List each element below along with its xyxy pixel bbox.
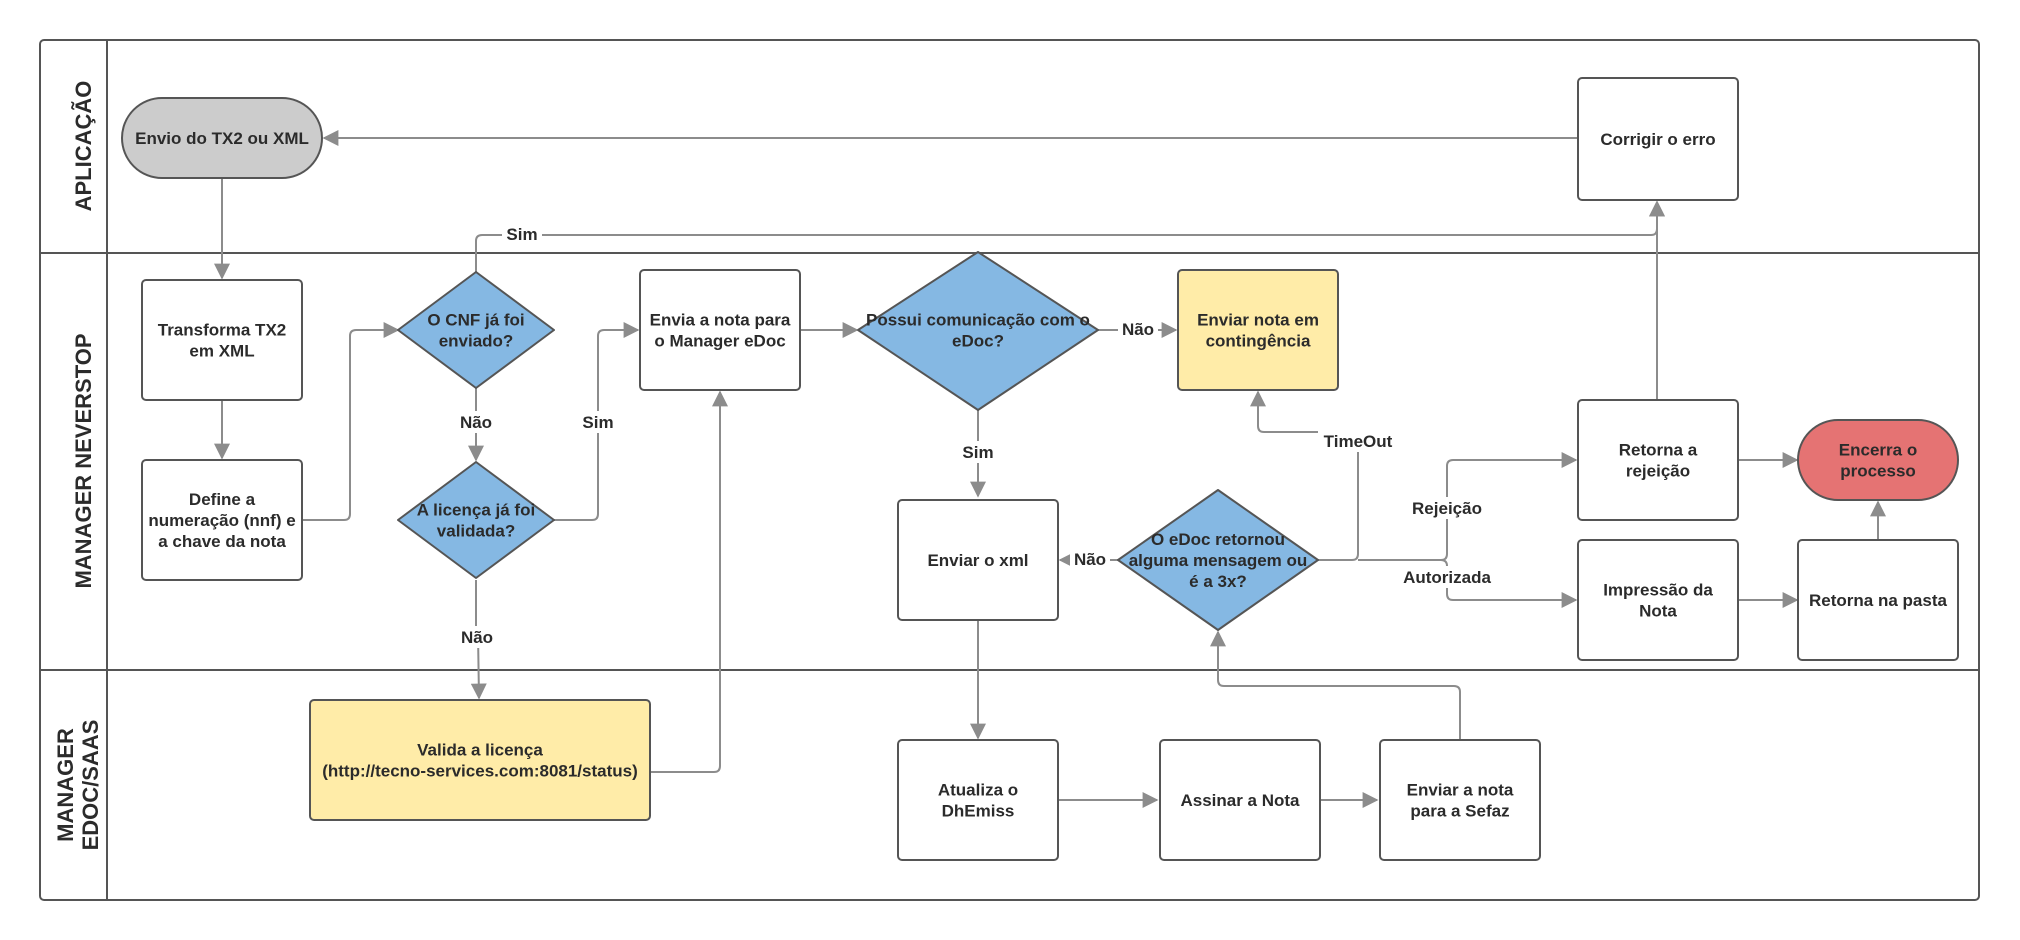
lane-aplicacao-title: APLICAÇÃO: [71, 81, 96, 212]
node-enviar-xml-label: Enviar o xml: [927, 551, 1028, 570]
edge-label-cnf-nao: Não: [460, 413, 492, 432]
edge-label-possui-nao: Não: [1122, 320, 1154, 339]
node-retorna-pasta[interactable]: Retorna na pasta: [1797, 539, 1959, 661]
node-valida-label: Valida a licença(http://tecno-services.c…: [322, 741, 638, 781]
node-assinar[interactable]: Assinar a Nota: [1159, 739, 1321, 861]
node-corrigir-label: Corrigir o erro: [1600, 130, 1715, 149]
edge-valida-envia: [650, 390, 728, 773]
edge-labels: Sim Não Sim Não Não Sim Não TimeOut Reje…: [456, 223, 1497, 648]
node-enviar-xml[interactable]: Enviar o xml: [897, 499, 1059, 621]
edge-label-cnf-sim: Sim: [506, 225, 537, 244]
nodes: Envio do TX2 ou XML Corrigir o erro Tran…: [121, 77, 1959, 861]
edge-retornou-impressao: [1440, 559, 1578, 608]
edge-label-rejeicao: Rejeição: [1412, 499, 1482, 518]
node-envio[interactable]: Envio do TX2 ou XML: [121, 97, 323, 179]
swimlane-frame: [39, 39, 1980, 901]
node-envio-label: Envio do TX2 ou XML: [135, 129, 309, 148]
edge-label-possui-sim: Sim: [962, 443, 993, 462]
node-retorna-pasta-label: Retorna na pasta: [1809, 591, 1947, 610]
edge-label-licenca-nao: Não: [461, 628, 493, 647]
edge-label-timeout: TimeOut: [1324, 432, 1393, 451]
edge-label-autorizada: Autorizada: [1403, 568, 1491, 587]
edge-label-retornou-nao: Não: [1074, 550, 1106, 569]
node-valida[interactable]: Valida a licença(http://tecno-services.c…: [309, 699, 651, 821]
node-assinar-label: Assinar a Nota: [1180, 791, 1300, 810]
edge-label-licenca-sim: Sim: [582, 413, 613, 432]
edge-sefaz-retornou: [1210, 630, 1461, 740]
edge-define-cnf: [302, 322, 400, 521]
lane-neverstop-title: MANAGER NEVERSTOP: [71, 333, 96, 588]
node-corrigir[interactable]: Corrigir o erro: [1577, 77, 1739, 201]
lane-edoc-title: MANAGEREDOC/SAAS: [53, 720, 103, 851]
